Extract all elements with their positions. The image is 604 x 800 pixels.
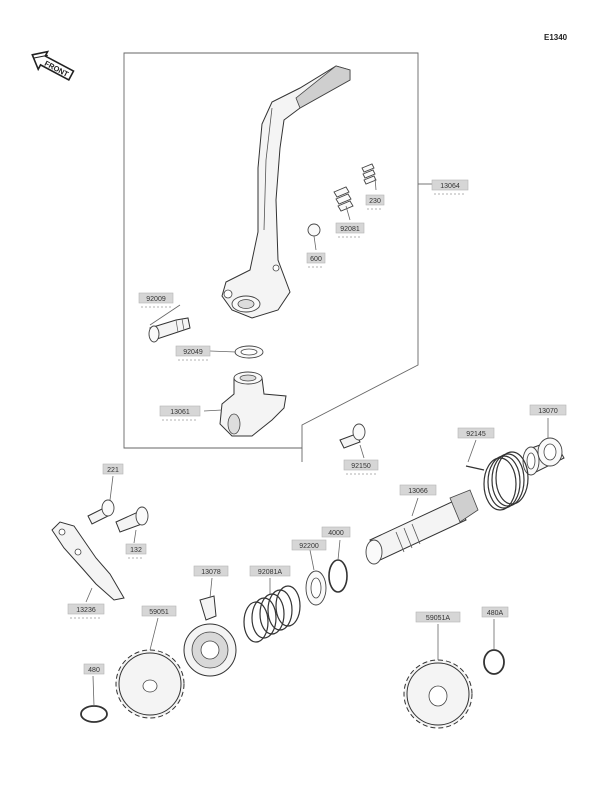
svg-text:92081: 92081 <box>340 226 360 233</box>
label-132: 132 <box>125 543 147 559</box>
svg-text:221: 221 <box>107 467 119 474</box>
label-92081: 92081 <box>335 222 365 238</box>
gear-59051 <box>115 649 185 719</box>
svg-text:13078: 13078 <box>201 569 221 576</box>
bolt-92150 <box>339 423 366 449</box>
lever-13236 <box>51 521 125 601</box>
assembly-frame <box>123 52 419 449</box>
svg-text:92009: 92009 <box>146 296 166 303</box>
label-480A: 480A <box>481 606 509 618</box>
label-13236: 13236 <box>67 603 105 619</box>
spring-230 <box>361 163 377 185</box>
washer-92200 <box>305 570 327 606</box>
svg-text:480A: 480A <box>487 610 504 617</box>
svg-text:92145: 92145 <box>466 431 486 438</box>
kick-boss-13061 <box>219 371 287 437</box>
ratchet-13078 <box>183 595 237 677</box>
label-13070: 13070 <box>529 404 567 416</box>
label-92081A: 92081A <box>249 565 291 577</box>
svg-text:13070: 13070 <box>538 408 558 415</box>
label-4000: 4000 <box>321 526 351 538</box>
label-13061: 13061 <box>159 405 201 421</box>
svg-text:13236: 13236 <box>76 607 96 614</box>
diagram-code: E1340 <box>544 33 568 42</box>
label-13064: 13064 <box>431 179 469 195</box>
label-92150: 92150 <box>343 459 379 475</box>
svg-text:13066: 13066 <box>408 488 428 495</box>
spring-guide-13070 <box>522 437 565 476</box>
svg-text:59051: 59051 <box>149 609 169 616</box>
svg-text:480: 480 <box>88 667 100 674</box>
ball-600 <box>307 223 321 237</box>
label-600: 600 <box>306 252 326 268</box>
label-13078: 13078 <box>193 565 229 577</box>
bolt-92009 <box>148 317 191 343</box>
washer-92049 <box>234 345 264 359</box>
svg-text:600: 600 <box>310 256 322 263</box>
label-59051: 59051 <box>141 605 177 617</box>
svg-text:92049: 92049 <box>183 349 203 356</box>
svg-text:230: 230 <box>369 198 381 205</box>
svg-text:92150: 92150 <box>351 463 371 470</box>
label-92009: 92009 <box>138 292 174 308</box>
part-labels: 13064 230 92081 600 92009 92049 13061 92… <box>67 179 567 675</box>
svg-text:13064: 13064 <box>440 183 460 190</box>
svg-text:4000: 4000 <box>328 530 344 537</box>
kick-shaft-13066 <box>365 489 479 565</box>
front-arrow-icon: FRONT <box>31 50 75 81</box>
circlip-4000 <box>328 559 348 593</box>
bolt-132 <box>115 506 149 533</box>
spring-92081A <box>243 585 301 643</box>
svg-text:59051A: 59051A <box>426 615 450 622</box>
circlip-480A <box>483 649 505 675</box>
gear-59051A <box>403 659 473 729</box>
leader-lines <box>85 177 549 707</box>
label-13066: 13066 <box>399 484 437 496</box>
label-92049: 92049 <box>175 345 211 361</box>
svg-text:92081A: 92081A <box>258 569 282 576</box>
spring-92081 <box>333 186 354 212</box>
label-221: 221 <box>102 463 124 475</box>
label-59051A: 59051A <box>415 611 461 623</box>
label-230: 230 <box>365 194 385 210</box>
label-480: 480 <box>83 663 105 675</box>
label-92145: 92145 <box>457 427 495 439</box>
torsion-spring-92145 <box>465 451 529 511</box>
svg-text:132: 132 <box>130 547 142 554</box>
kick-pedal-arm <box>221 65 351 319</box>
svg-text:13061: 13061 <box>170 409 190 416</box>
svg-text:92200: 92200 <box>299 543 319 550</box>
bolt-221 <box>87 499 115 525</box>
label-92200: 92200 <box>291 539 327 551</box>
circlip-480 <box>80 705 108 723</box>
